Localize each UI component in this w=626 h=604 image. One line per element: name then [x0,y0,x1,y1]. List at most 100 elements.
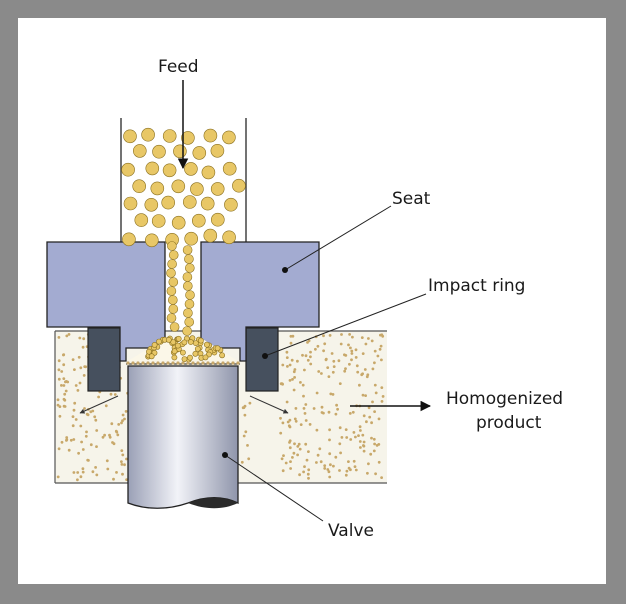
gap-particle [216,361,220,365]
feed-particle [201,165,216,180]
fine-particle [358,425,362,429]
fine-particle [298,473,301,477]
fine-particle [104,404,108,408]
gap-particles [126,335,240,365]
fine-particle [281,469,285,473]
fine-particle [368,415,372,419]
fine-particle [378,347,382,351]
fine-particle [338,382,342,385]
fine-particle [373,442,376,446]
fine-particle [65,438,69,442]
fine-particle [120,463,124,466]
fine-particle [344,367,347,370]
fine-particle [326,468,330,471]
fine-particle [125,478,128,481]
fine-particle [307,450,310,453]
feed-particle [184,254,194,264]
fine-particle [296,453,299,457]
label-feed: Feed [158,57,199,77]
fine-particle [74,384,78,387]
fine-particle [64,389,68,393]
feed-particle [145,233,159,248]
fine-particle [288,418,292,422]
fine-particle [338,442,342,446]
fine-particle [299,423,303,426]
fine-particle [298,447,302,451]
feed-particle [200,196,215,211]
fine-particle [327,375,331,378]
fine-particle [84,365,88,369]
fine-particle [329,463,332,467]
fine-particle [327,410,331,414]
gap-particle [196,361,200,365]
fine-particle [95,429,99,432]
fine-particle [77,355,81,359]
fine-particle [84,434,88,438]
fine-particle [62,397,66,401]
fine-particle [106,467,110,471]
feed-particle [222,130,236,145]
fine-particle [309,355,312,359]
fine-particle [316,453,320,457]
fine-particle [82,337,86,341]
feed-particle [168,295,178,305]
fine-particle [304,419,308,422]
fine-particle [120,449,124,452]
fine-particle [323,464,327,467]
fine-particle [110,422,114,426]
fine-particle [361,372,364,376]
fine-particle [65,436,69,439]
fine-particle [348,362,351,366]
gap-particle [214,345,221,352]
feed-particles [121,127,246,336]
fine-particle [330,352,334,355]
fine-particle [293,368,297,371]
gap-particle [192,340,199,346]
fine-particle [105,459,109,463]
fine-particle [73,401,77,405]
fine-particle [339,342,343,346]
fine-particle [328,452,332,456]
fine-particle [343,369,347,373]
fine-particle [89,443,93,447]
fine-particle [67,448,71,452]
fine-particle [344,473,348,477]
feed-particle [167,259,177,269]
fine-particle [294,407,298,410]
fine-particle [123,463,126,467]
fine-particle [361,433,365,437]
fine-particle [79,475,83,479]
fine-particle [364,342,368,346]
fine-particle [71,415,75,418]
fine-particle [362,449,366,453]
feed-particle [162,129,177,143]
fine-particle [348,412,352,415]
fine-particle [89,410,93,414]
label-homogenized: Homogenized [446,389,564,409]
feed-particle [152,144,166,159]
fine-particle [63,392,67,396]
gap-particle [171,348,178,355]
feed-particle [169,322,180,332]
valve [127,365,239,509]
fine-particle [308,423,312,426]
feed-particle [168,250,179,260]
fine-particle [93,415,97,419]
label-product: product [476,413,542,433]
fine-particle [357,434,360,437]
fine-particle [332,365,336,368]
gap-particle [236,361,240,365]
feed-particle [224,197,238,212]
fine-particle [351,410,355,414]
gap-particle [226,361,230,365]
fine-particle [95,445,98,448]
fine-particle [374,391,378,395]
fine-particle [303,465,306,468]
feed-particle [210,144,225,158]
gap-particle [187,354,193,361]
feed-particle [185,290,195,300]
fine-particle [65,380,68,383]
fine-particle [362,440,366,444]
gap-particle [201,361,205,365]
fine-particle [97,395,100,399]
